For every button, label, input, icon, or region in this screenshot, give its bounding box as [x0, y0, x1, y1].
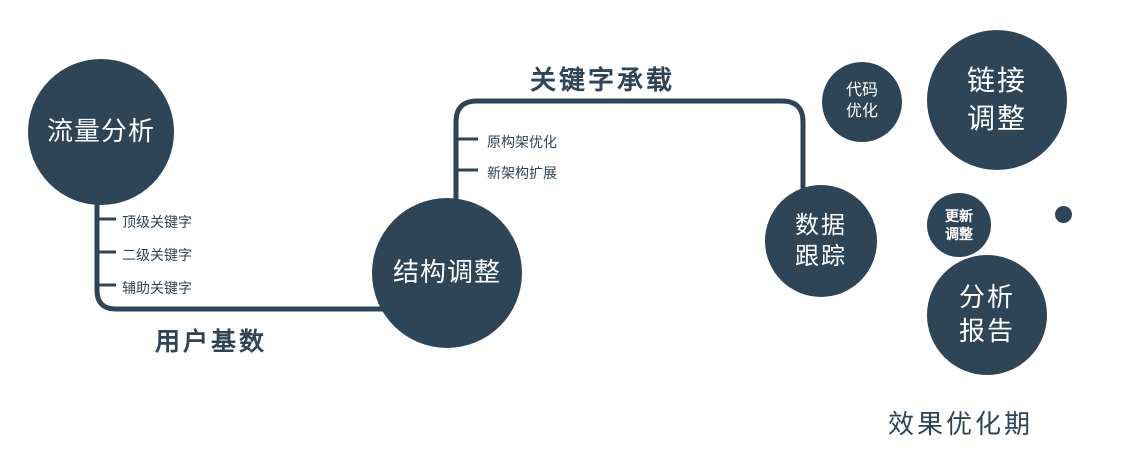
node-analysis-report: 分析 报告: [927, 255, 1047, 375]
node-label: 流量分析: [46, 116, 155, 147]
node-label: 链接 调整: [967, 62, 1027, 138]
edge-traffic-to-structure: [94, 200, 440, 312]
node-label: 分析 报告: [959, 281, 1015, 349]
node-code-optimization: 代码 优化: [822, 62, 902, 142]
bullet-dot: [1055, 206, 1072, 223]
node-label-line1: 链接: [966, 65, 1027, 97]
node-label-line1: 代码: [845, 82, 878, 100]
node-label-line2: 调整: [945, 226, 973, 242]
node-label: 更新 调整: [945, 207, 973, 243]
node-label-line1: 数据: [795, 211, 847, 239]
node-label-line2: 优化: [845, 103, 878, 120]
node-link-adjustment: 链接 调整: [927, 30, 1067, 170]
edge-label-keyword-carry: 关键字承载: [530, 65, 676, 95]
caption-effect-optimization-period: 效果优化期: [888, 409, 1034, 439]
node-label-line2: 跟踪: [795, 243, 847, 270]
node-traffic-analysis: 流量分析: [28, 59, 174, 205]
branch-label-secondary-keywords: 二级关键字: [122, 247, 192, 263]
branch-label-auxiliary-keywords: 辅助关键字: [122, 280, 192, 296]
node-label-line2: 调整: [966, 103, 1027, 134]
branch-label-top-keywords: 顶级关键字: [122, 214, 192, 230]
node-label-line1: 分析: [958, 282, 1015, 313]
branch-label-original-architecture: 原构架优化: [487, 134, 557, 150]
node-label: 代码 优化: [846, 81, 878, 123]
edge-label-user-base: 用户基数: [155, 328, 268, 356]
node-label-line1: 更新: [945, 207, 973, 224]
node-structure-adjustment: 结构调整: [372, 198, 522, 348]
node-label: 结构调整: [392, 257, 501, 288]
node-data-tracking: 数据 跟踪: [765, 185, 877, 297]
node-label-line2: 报告: [958, 316, 1015, 346]
node-label: 数据 跟踪: [795, 210, 847, 272]
node-update-adjustment: 更新 调整: [927, 193, 991, 257]
branch-label-new-architecture: 新架构扩展: [487, 165, 557, 181]
edge-structure-to-data-tracking: [453, 98, 806, 205]
